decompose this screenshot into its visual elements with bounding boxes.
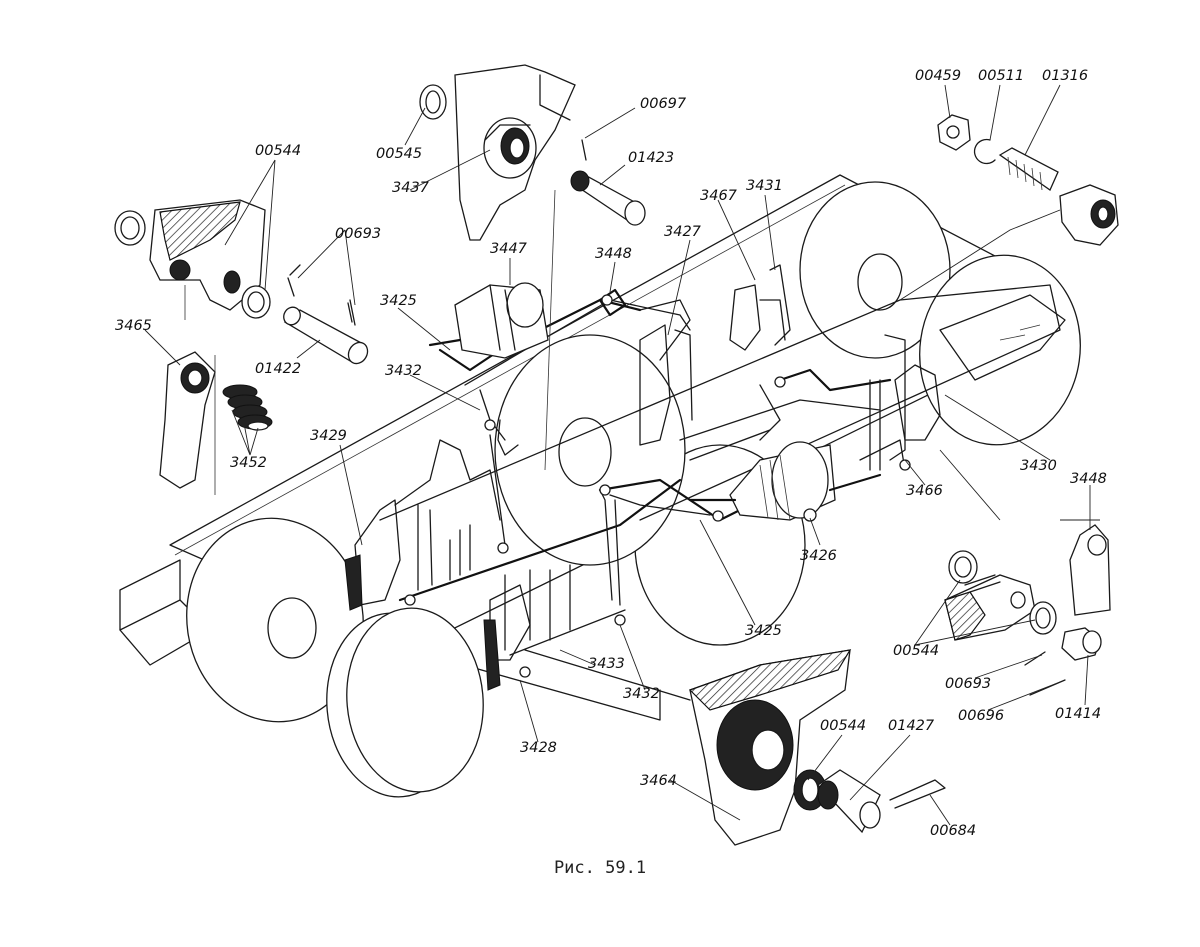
callout-00545: 00545 bbox=[376, 146, 422, 162]
callout-00511: 00511 bbox=[978, 68, 1024, 84]
callout-3464: 3464 bbox=[640, 773, 677, 789]
pin-01423-detail bbox=[544, 170, 646, 471]
figure-caption: Рис. 59.1 bbox=[553, 858, 647, 878]
right-link-detail bbox=[944, 524, 1111, 696]
callout-3448-b: 3448 bbox=[1070, 471, 1107, 487]
callout-01414: 01414 bbox=[1055, 706, 1101, 722]
callout-01423: 01423 bbox=[628, 150, 674, 166]
callout-3429: 3429 bbox=[310, 428, 347, 444]
callout-3430: 3430 bbox=[1020, 458, 1057, 474]
bottom-bracket-detail bbox=[688, 649, 946, 846]
callout-00693-b: 00693 bbox=[945, 676, 991, 692]
callout-3437: 3437 bbox=[392, 180, 430, 196]
pin-01422-detail bbox=[283, 264, 369, 365]
callout-3427: 3427 bbox=[664, 224, 702, 240]
callout-00693-a: 00693 bbox=[335, 226, 381, 242]
callout-01427: 01427 bbox=[888, 718, 935, 734]
callout-00459: 00459 bbox=[915, 68, 961, 84]
wheels bbox=[186, 181, 1081, 798]
spring-stack bbox=[222, 384, 273, 431]
callout-00544-c: 00544 bbox=[820, 718, 866, 734]
callout-3452: 3452 bbox=[230, 455, 267, 471]
callout-3432-b: 3432 bbox=[623, 686, 660, 702]
callout-3433: 3433 bbox=[588, 656, 625, 672]
callout-00544-b: 00544 bbox=[893, 643, 939, 659]
callout-3431: 3431 bbox=[746, 178, 783, 194]
callout-3466: 3466 bbox=[906, 483, 943, 499]
brake-cylinders bbox=[428, 282, 882, 522]
callout-3447: 3447 bbox=[490, 241, 528, 257]
upper-right-fasteners-detail bbox=[937, 114, 1119, 246]
callout-labels: 00544 00693 3465 01422 3452 3429 3425 34… bbox=[115, 68, 1107, 839]
callout-3425-a: 3425 bbox=[380, 293, 417, 309]
callout-3426: 3426 bbox=[800, 548, 837, 564]
callout-00684: 00684 bbox=[930, 823, 976, 839]
callout-00697: 00697 bbox=[640, 96, 687, 112]
callout-00696: 00696 bbox=[958, 708, 1004, 724]
lever-and-springs-detail bbox=[159, 351, 273, 495]
callout-3425-b: 3425 bbox=[745, 623, 782, 639]
callout-3432-a: 3432 bbox=[385, 363, 422, 379]
callout-3428: 3428 bbox=[520, 740, 557, 756]
upper-left-bracket-detail bbox=[114, 199, 271, 320]
callout-3465: 3465 bbox=[115, 318, 152, 334]
callout-00544-a: 00544 bbox=[255, 143, 301, 159]
top-bracket-detail bbox=[419, 64, 587, 241]
callout-3467: 3467 bbox=[700, 188, 738, 204]
brake-linkage bbox=[344, 264, 941, 691]
callout-3448-a: 3448 bbox=[595, 246, 632, 262]
callout-01422: 01422 bbox=[255, 361, 301, 377]
callout-01316: 01316 bbox=[1042, 68, 1088, 84]
leader-lines bbox=[144, 84, 1100, 826]
